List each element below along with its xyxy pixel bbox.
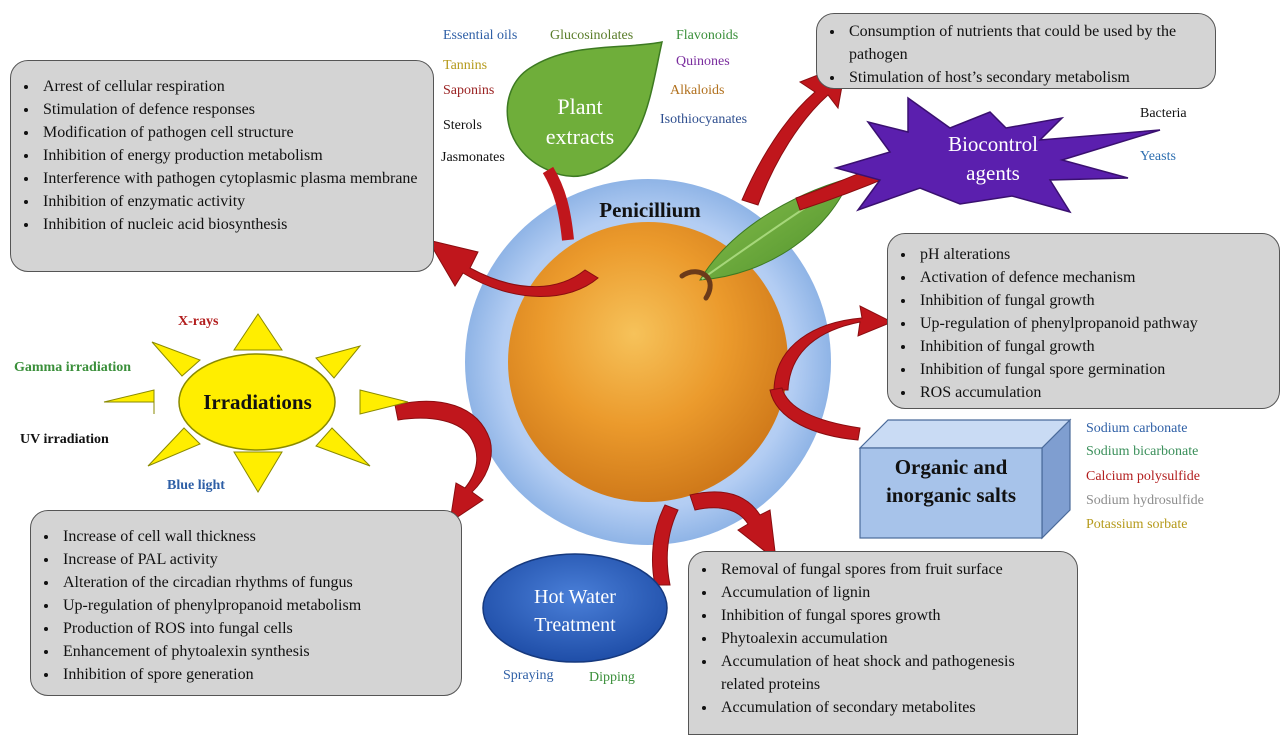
salts-box [858,418,1072,540]
compound-label: Alkaloids [670,83,725,98]
compound-label: Essential oils [443,28,518,43]
irradiation-type-label: X-rays [178,314,219,329]
salt-type-label: Calcium polysulfide [1086,469,1200,484]
list-item: Accumulation of heat shock and pathogene… [717,650,1057,696]
salt-type-label: Sodium hydrosulfide [1086,493,1204,508]
biocontrol-type-label: Yeasts [1140,149,1176,164]
list-item: Inhibition of fungal spores growth [717,604,1057,627]
compound-label: Quinones [676,54,730,69]
hot-water-title: Hot Water Treatment [505,583,645,639]
plant-extracts-title: Plant extracts [520,92,640,152]
list-item: Alteration of the circadian rhythms of f… [59,571,451,594]
arrow-hotwater-effects [689,491,777,562]
hot-water-effects-box: Removal of fungal spores from fruit surf… [688,551,1078,735]
compound-label: Tannins [443,58,488,73]
list-item: Inhibition of nucleic acid biosynthesis [39,213,423,236]
salt-type-label: Sodium carbonate [1086,421,1188,436]
hot-water-effects-list: Removal of fungal spores from fruit surf… [695,558,1057,719]
list-item: Activation of defence mechanism [916,266,1275,289]
irradiation-type-label: Gamma irradiation [14,360,132,375]
list-item: pH alterations [916,243,1275,266]
list-item: Removal of fungal spores from fruit surf… [717,558,1057,581]
biocontrol-star [833,96,1161,214]
salt-type-label: Sodium bicarbonate [1086,444,1199,459]
list-item: Increase of cell wall thickness [59,525,451,548]
biocontrol-type-label: Bacteria [1140,106,1187,121]
compound-label: Saponins [443,83,495,98]
list-item: Enhancement of phytoalexin synthesis [59,640,451,663]
irradiation-type-label: UV irradiation [20,432,109,447]
list-item: Phytoalexin accumulation [717,627,1057,650]
hot-water-ellipse [482,553,668,663]
list-item: Inhibition of fungal growth [916,335,1275,358]
compound-label: Isothiocyanates [660,112,748,127]
arrow-salts-link [769,387,861,441]
compound-label: Flavonoids [676,28,739,43]
arrow-hotwater-link [651,504,679,586]
arrow-plant-effects [426,239,599,297]
salts-title-line2: inorganic salts [885,483,1017,507]
plant-extracts-title-line1: Plant [557,94,603,119]
arrow-irradiation-effects [394,400,492,524]
salts-effects-box: pH alterations Activation of defence mec… [887,233,1280,409]
list-item: Up-regulation of phenylpropanoid pathway [916,312,1275,335]
compound-label: Glucosinolates [550,28,634,43]
fruit-stem-icon [679,269,713,301]
plant-extracts-stem [542,166,574,241]
compound-label: Jasmonates [441,150,505,165]
list-item: Stimulation of defence responses [39,98,423,121]
biocontrol-effects-list: Consumption of nutrients that could be u… [823,20,1205,89]
compound-label: Sterols [443,118,482,133]
arrow-salts-effects [773,305,894,391]
plant-extracts-title-line2: extracts [545,124,615,149]
list-item: Arrest of cellular respiration [39,75,423,98]
list-item: Modification of pathogen cell structure [39,121,423,144]
biocontrol-title-line2: agents [966,161,1020,185]
list-item: Accumulation of lignin [717,581,1057,604]
list-item: Increase of PAL activity [59,548,451,571]
list-item: ROS accumulation [916,381,1275,404]
list-item: Production of ROS into fungal cells [59,617,451,640]
irradiation-type-label: Blue light [167,478,225,493]
salts-title: Organic and inorganic salts [860,453,1042,509]
irradiation-effects-box: Increase of cell wall thickness Increase… [30,510,462,696]
irradiation-sun [103,313,409,493]
orange-fruit [508,222,788,502]
hot-water-method-label: Spraying [503,668,554,683]
biocontrol-title: Biocontrol agents [918,130,1068,188]
biocontrol-effects-box: Consumption of nutrients that could be u… [816,13,1216,89]
hot-water-title-line1: Hot Water [534,586,616,608]
list-item: Interference with pathogen cytoplasmic p… [39,167,423,190]
list-item: Consumption of nutrients that could be u… [845,20,1205,66]
penicillium-title: Penicillium [599,198,701,222]
plant-extracts-effects-box: Arrest of cellular respiration Stimulati… [10,60,434,272]
list-item: Accumulation of secondary metabolites [717,696,1057,719]
salt-type-label: Potassium sorbate [1086,517,1188,532]
salts-effects-list: pH alterations Activation of defence mec… [894,243,1275,404]
irradiation-effects-list: Increase of cell wall thickness Increase… [37,525,451,686]
plant-extracts-leaf [506,41,663,178]
hot-water-method-label: Dipping [589,670,635,685]
list-item: Up-regulation of phenylpropanoid metabol… [59,594,451,617]
list-item: Inhibition of spore generation [59,663,451,686]
list-item: Stimulation of host’s secondary metaboli… [845,66,1205,89]
list-item: Inhibition of fungal spore germination [916,358,1275,381]
hot-water-title-line2: Treatment [534,614,616,636]
irradiations-title: Irradiations [203,390,312,414]
list-item: Inhibition of enzymatic activity [39,190,423,213]
salts-title-line1: Organic and [894,455,1008,479]
biocontrol-title-line1: Biocontrol [948,132,1038,156]
plant-extracts-effects-list: Arrest of cellular respiration Stimulati… [17,75,423,236]
list-item: Inhibition of energy production metaboli… [39,144,423,167]
list-item: Inhibition of fungal growth [916,289,1275,312]
